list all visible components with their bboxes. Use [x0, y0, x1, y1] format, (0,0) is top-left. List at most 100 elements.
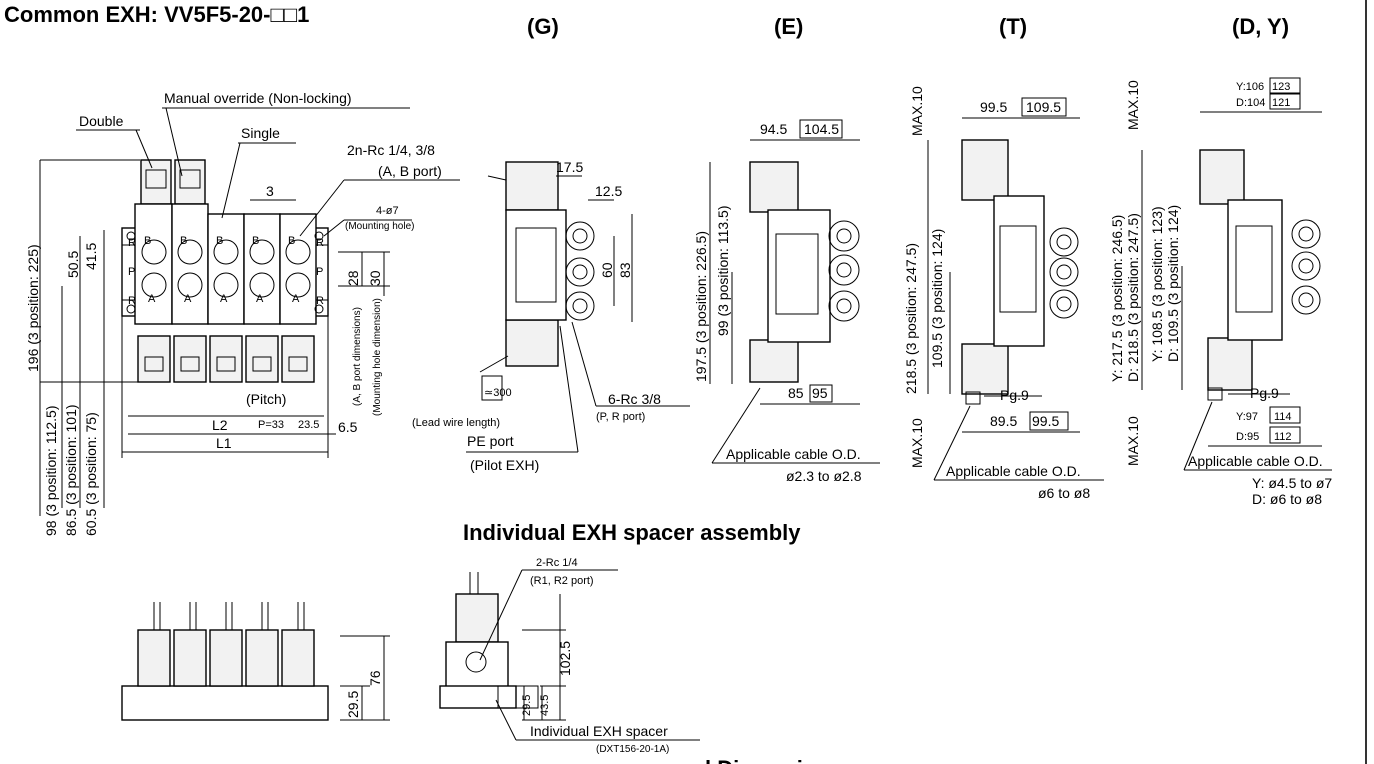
dim-l1: L1	[216, 435, 232, 451]
variant-dy-heading: (D, Y)	[1232, 14, 1289, 39]
mounting-hole-label: 4-ø7	[376, 205, 399, 217]
g-pe-port-label: PE port	[467, 433, 514, 449]
spacer-rc-label: 2-Rc 1/4	[536, 557, 578, 569]
manifold-top-view: R P R R P R B B B B B A A A A A	[121, 159, 329, 383]
variant-e-heading: (E)	[774, 14, 803, 39]
ab-port-sub-label: (A, B port)	[378, 163, 442, 179]
dy-max-bottom: MAX.10	[1125, 416, 1141, 466]
spacer-dim-102-5: 102.5	[557, 641, 573, 676]
g-dim-83: 83	[617, 262, 633, 278]
g-dim-12-5: 12.5	[595, 183, 622, 199]
t-max-top: MAX.10	[909, 86, 925, 136]
dy-max-top: MAX.10	[1125, 80, 1141, 130]
svg-text:R: R	[316, 237, 324, 249]
dy-d-top-box: 121	[1272, 97, 1290, 109]
dy-height-total-d: D: 218.5 (3 position: 247.5)	[1125, 213, 1141, 382]
svg-text:R: R	[128, 237, 136, 249]
dy-height-half-d: D: 109.5 (3 position: 124)	[1165, 205, 1181, 362]
spacer-part-number: (DXT156-20-1A)	[596, 744, 669, 755]
g-lead-wire-label: (Lead wire length)	[412, 417, 500, 429]
t-cable-label: Applicable cable O.D.	[946, 463, 1081, 479]
variant-dy-view	[1199, 149, 1321, 401]
dy-y-bottom-box: 114	[1274, 411, 1292, 423]
t-width-bottom-box: 99.5	[1032, 413, 1059, 429]
bottom-cut-heading: l Dimensions	[705, 756, 842, 764]
variant-t-heading: (T)	[999, 14, 1027, 39]
dim-23-5: 23.5	[298, 419, 319, 431]
svg-text:A: A	[148, 293, 156, 305]
svg-text:R: R	[128, 295, 136, 307]
variant-g-view	[479, 161, 595, 373]
spacer-dim-29-5b: 29.5	[521, 695, 533, 716]
svg-text:B: B	[144, 235, 151, 247]
svg-text:A: A	[220, 293, 228, 305]
dim-pitch-33: P=33	[258, 419, 284, 431]
dim-30: 30	[367, 270, 383, 286]
g-rc-ports-label: 6-Rc 3/8	[608, 391, 661, 407]
dy-height-total-y: Y: 217.5 (3 position: 246.5)	[1109, 215, 1125, 382]
t-height-total: 218.5 (3 position: 247.5)	[903, 243, 919, 394]
svg-text:B: B	[216, 235, 223, 247]
dim-3: 3	[266, 183, 274, 199]
spacer-assembly-front-view	[121, 602, 329, 721]
ab-port-dims-label: (A, B port dimensions)	[352, 307, 363, 406]
pitch-label: (Pitch)	[246, 391, 286, 407]
dim-41-5: 41.5	[83, 243, 99, 270]
dy-cable-label: Applicable cable O.D.	[1188, 453, 1323, 469]
t-height-half: 109.5 (3 position: 124)	[929, 229, 945, 368]
svg-text:A: A	[292, 293, 300, 305]
dy-d-bottom: D:95	[1236, 431, 1259, 443]
spacer-assembly-side-view	[439, 572, 539, 709]
dim-28: 28	[345, 270, 361, 286]
t-width-top: 99.5	[980, 99, 1007, 115]
variant-t-view	[961, 139, 1079, 405]
spacer-label: Individual EXH spacer	[530, 723, 668, 739]
dim-l2: L2	[212, 417, 228, 433]
t-width-bottom: 89.5	[990, 413, 1017, 429]
svg-text:A: A	[184, 293, 192, 305]
spacer-rc-sub: (R1, R2 port)	[530, 575, 594, 587]
g-pilot-exh-label: (Pilot EXH)	[470, 457, 539, 473]
dy-cable-y: Y: ø4.5 to ø7	[1252, 475, 1332, 491]
t-max-bottom: MAX.10	[909, 418, 925, 468]
dim-196: 196 (3 position: 225)	[25, 244, 41, 372]
g-lead-wire-value: ≃300	[484, 387, 512, 399]
dy-cable-d: D: ø6 to ø8	[1252, 491, 1322, 507]
mounting-hole-sub-label: (Mounting hole)	[345, 221, 414, 232]
spacer-base	[121, 685, 329, 721]
g-rc-ports-sub: (P, R port)	[596, 411, 645, 423]
svg-text:B: B	[252, 235, 259, 247]
e-width-bottom-box: 95	[812, 385, 828, 401]
e-height-total: 197.5 (3 position: 226.5)	[693, 231, 709, 382]
t-cable-range: ø6 to ø8	[1038, 485, 1090, 501]
e-width-bottom: 85	[788, 385, 804, 401]
t-pg-label: Pg.9	[1000, 387, 1029, 403]
variant-e-view	[749, 161, 860, 383]
dim-86-5: 86.5 (3 position: 101)	[63, 404, 79, 536]
dim-50-5: 50.5	[65, 251, 81, 278]
t-width-top-box: 109.5	[1026, 99, 1061, 115]
e-cable-range: ø2.3 to ø2.8	[786, 468, 862, 484]
double-label: Double	[79, 113, 124, 129]
dim-6-5: 6.5	[338, 419, 358, 435]
mount-hole-dims-label: (Mounting hole dimension)	[372, 298, 383, 416]
spacer-dim-76: 76	[367, 670, 383, 686]
dy-d-bottom-box: 112	[1274, 431, 1292, 443]
e-width-top: 94.5	[760, 121, 787, 137]
svg-text:B: B	[180, 235, 187, 247]
section-title: Individual EXH spacer assembly	[463, 520, 801, 545]
g-dim-17-5: 17.5	[556, 159, 583, 175]
dy-y-top-box: 123	[1272, 81, 1290, 93]
ab-port-spec-label: 2n-Rc 1/4, 3/8	[347, 142, 435, 158]
variant-g-heading: (G)	[527, 14, 559, 39]
dy-y-top: Y:106	[1236, 81, 1264, 93]
e-width-top-box: 104.5	[804, 121, 839, 137]
svg-text:R: R	[316, 295, 324, 307]
dy-y-bottom: Y:97	[1236, 411, 1258, 423]
single-label: Single	[241, 125, 280, 141]
manual-override-label: Manual override (Non-locking)	[164, 90, 352, 106]
dy-height-half-y: Y: 108.5 (3 position: 123)	[1149, 206, 1165, 362]
dim-98: 98 (3 position: 112.5)	[43, 406, 59, 537]
dim-60-5: 60.5 (3 position: 75)	[83, 412, 99, 536]
